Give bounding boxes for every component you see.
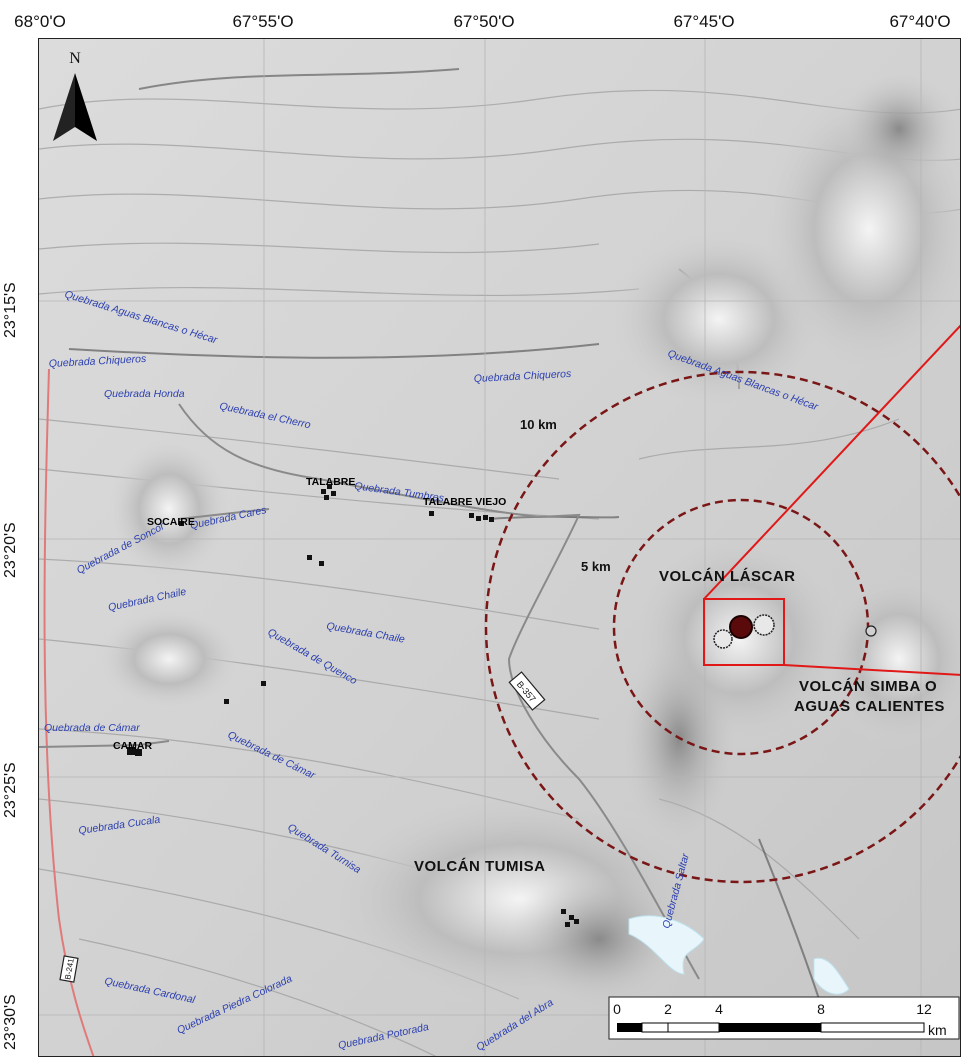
ring-label: 10 km [520, 417, 557, 432]
volcano-label: VOLCÁN LÁSCAR [659, 568, 796, 585]
crater-icon [753, 614, 775, 636]
mountain-relief [99, 609, 239, 709]
svg-text:4: 4 [715, 1001, 723, 1017]
volcano-label: AGUAS CALIENTES [794, 698, 945, 715]
crater-icon [713, 629, 733, 649]
latitude-label: 23°25'S [2, 762, 19, 818]
latitude-label: 23°15'S [2, 282, 19, 338]
latitude-label: 23°20'S [2, 522, 19, 578]
town-label: SOCAIRE [147, 516, 195, 528]
mountain-relief [109, 439, 229, 579]
svg-text:N: N [69, 50, 81, 67]
north-arrow: N [53, 50, 97, 141]
map-frame[interactable]: B-357 B-241 Quebrada Aguas Blancas o Héc… [38, 38, 961, 1057]
svg-text:2: 2 [664, 1001, 672, 1017]
river-label: Quebrada Honda [104, 388, 185, 400]
settlement-markers [127, 484, 579, 927]
latitude-label: 23°30'S [2, 994, 19, 1050]
town-label: CAMAR [113, 740, 152, 752]
town-label: TALABRE [306, 476, 355, 488]
map-canvas[interactable]: B-357 B-241 Quebrada Aguas Blancas o Héc… [39, 39, 961, 1057]
svg-text:km: km [928, 1022, 947, 1038]
svg-text:12: 12 [916, 1001, 932, 1017]
graticule [39, 39, 960, 1056]
inset-leader [703, 324, 960, 600]
river-label: Quebrada de Cámar [44, 722, 140, 734]
longitude-label: 67°55'O [232, 12, 294, 31]
town-label: TALABRE VIEJO [423, 496, 506, 508]
mountain-relief [819, 569, 960, 749]
lagoon [813, 957, 850, 995]
road-shield-b241: B-241 [59, 955, 79, 983]
lagoon [628, 915, 705, 975]
mountain-shadow [509, 869, 689, 1009]
boundary-line [43, 368, 95, 1056]
river-label: Quebrada Chiqueros [474, 368, 573, 385]
volcano-label: VOLCÁN SIMBA O [799, 678, 937, 695]
inset-box [703, 598, 785, 666]
longitude-label: 68°0'O [14, 12, 66, 31]
lascar-crater [729, 615, 753, 639]
simba-crater [865, 625, 877, 637]
ring-label: 5 km [581, 559, 611, 574]
svg-text:B-241: B-241 [63, 957, 76, 980]
mountain-shadow [839, 69, 959, 189]
road [39, 403, 700, 980]
longitude-label: 67°50'O [453, 12, 515, 31]
volcano-label: VOLCÁN TUMISA [414, 858, 546, 875]
river-label: Quebrada Chiqueros [49, 353, 148, 370]
ring-10km [484, 370, 960, 884]
inset-leader [783, 664, 960, 676]
svg-text:8: 8 [817, 1001, 825, 1017]
longitude-label: 67°45'O [673, 12, 735, 31]
scale-bar: 0 2 4 8 12 km [608, 996, 960, 1040]
longitude-label: 67°40'O [889, 12, 951, 31]
svg-text:0: 0 [613, 1001, 621, 1017]
